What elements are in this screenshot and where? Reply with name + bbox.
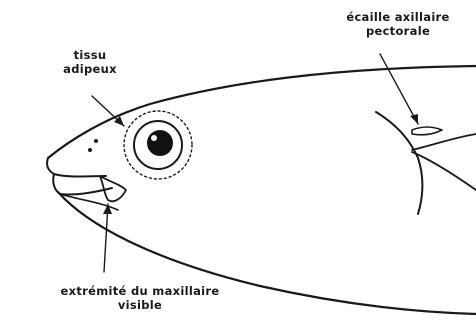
label-maxillary-end-line1: extrémité du maxillaire — [20, 284, 260, 298]
snout-upper — [47, 158, 106, 177]
pectoral-fin — [412, 134, 476, 150]
label-axillary-scale: écaille axillaire pectorale — [318, 10, 476, 38]
leader-maxillary — [104, 204, 108, 272]
maxillary — [100, 176, 126, 201]
operculum — [376, 112, 423, 214]
label-adipose-tissue-line2: adipeux — [60, 62, 120, 76]
eye-pupil — [147, 130, 173, 156]
nostril-front — [88, 148, 92, 152]
label-adipose-tissue-line1: tissu — [60, 48, 120, 62]
eye-highlight — [151, 135, 157, 141]
nostril-back — [94, 139, 98, 143]
label-axillary-scale-line1: écaille axillaire — [318, 10, 476, 24]
label-adipose-tissue: tissu adipeux — [60, 48, 120, 76]
leader-axillary — [380, 54, 418, 124]
label-maxillary-end-line2: visible — [20, 298, 260, 312]
axillary-scale — [412, 127, 442, 135]
arrowhead-axillary — [410, 114, 418, 124]
label-axillary-scale-line2: pectorale — [318, 24, 476, 38]
label-maxillary-end: extrémité du maxillaire visible — [20, 284, 260, 312]
